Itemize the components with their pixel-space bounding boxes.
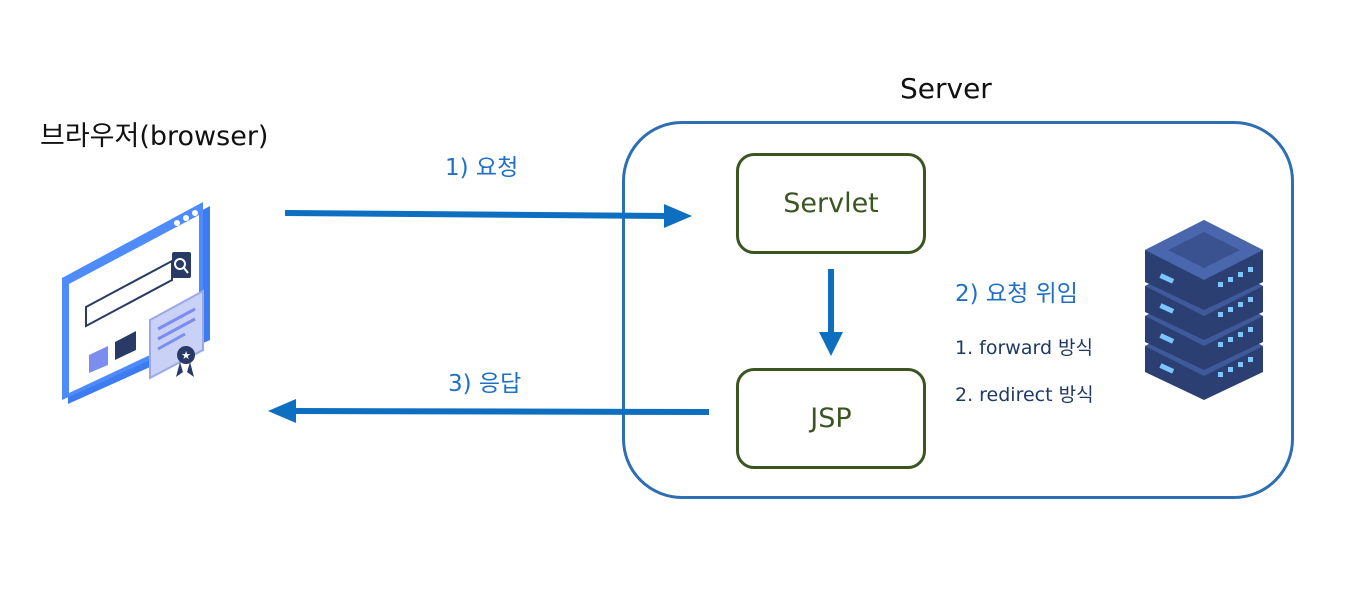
jsp-label: JSP — [810, 403, 852, 434]
request-label: 1) 요청 — [445, 155, 519, 181]
delegate-arrow — [819, 269, 843, 356]
browser-window-certificate-icon: ★ — [62, 202, 210, 404]
browser-label: 브라우저(browser) — [40, 121, 269, 152]
method-forward: 1. forward 방식 — [955, 337, 1094, 359]
servlet-label: Servlet — [783, 188, 879, 219]
server-rack-icon — [1145, 220, 1263, 400]
servlet-box: Servlet — [736, 153, 926, 254]
response-label: 3) 응답 — [448, 371, 522, 397]
jsp-box: JSP — [736, 368, 926, 469]
request-arrow — [284, 204, 692, 228]
svg-text:★: ★ — [181, 349, 191, 362]
server-title: Server — [900, 72, 992, 105]
delegate-label: 2) 요청 위임 — [955, 281, 1078, 307]
response-arrow — [268, 399, 710, 423]
server-container — [622, 121, 1294, 499]
method-redirect: 2. redirect 방식 — [955, 384, 1094, 406]
